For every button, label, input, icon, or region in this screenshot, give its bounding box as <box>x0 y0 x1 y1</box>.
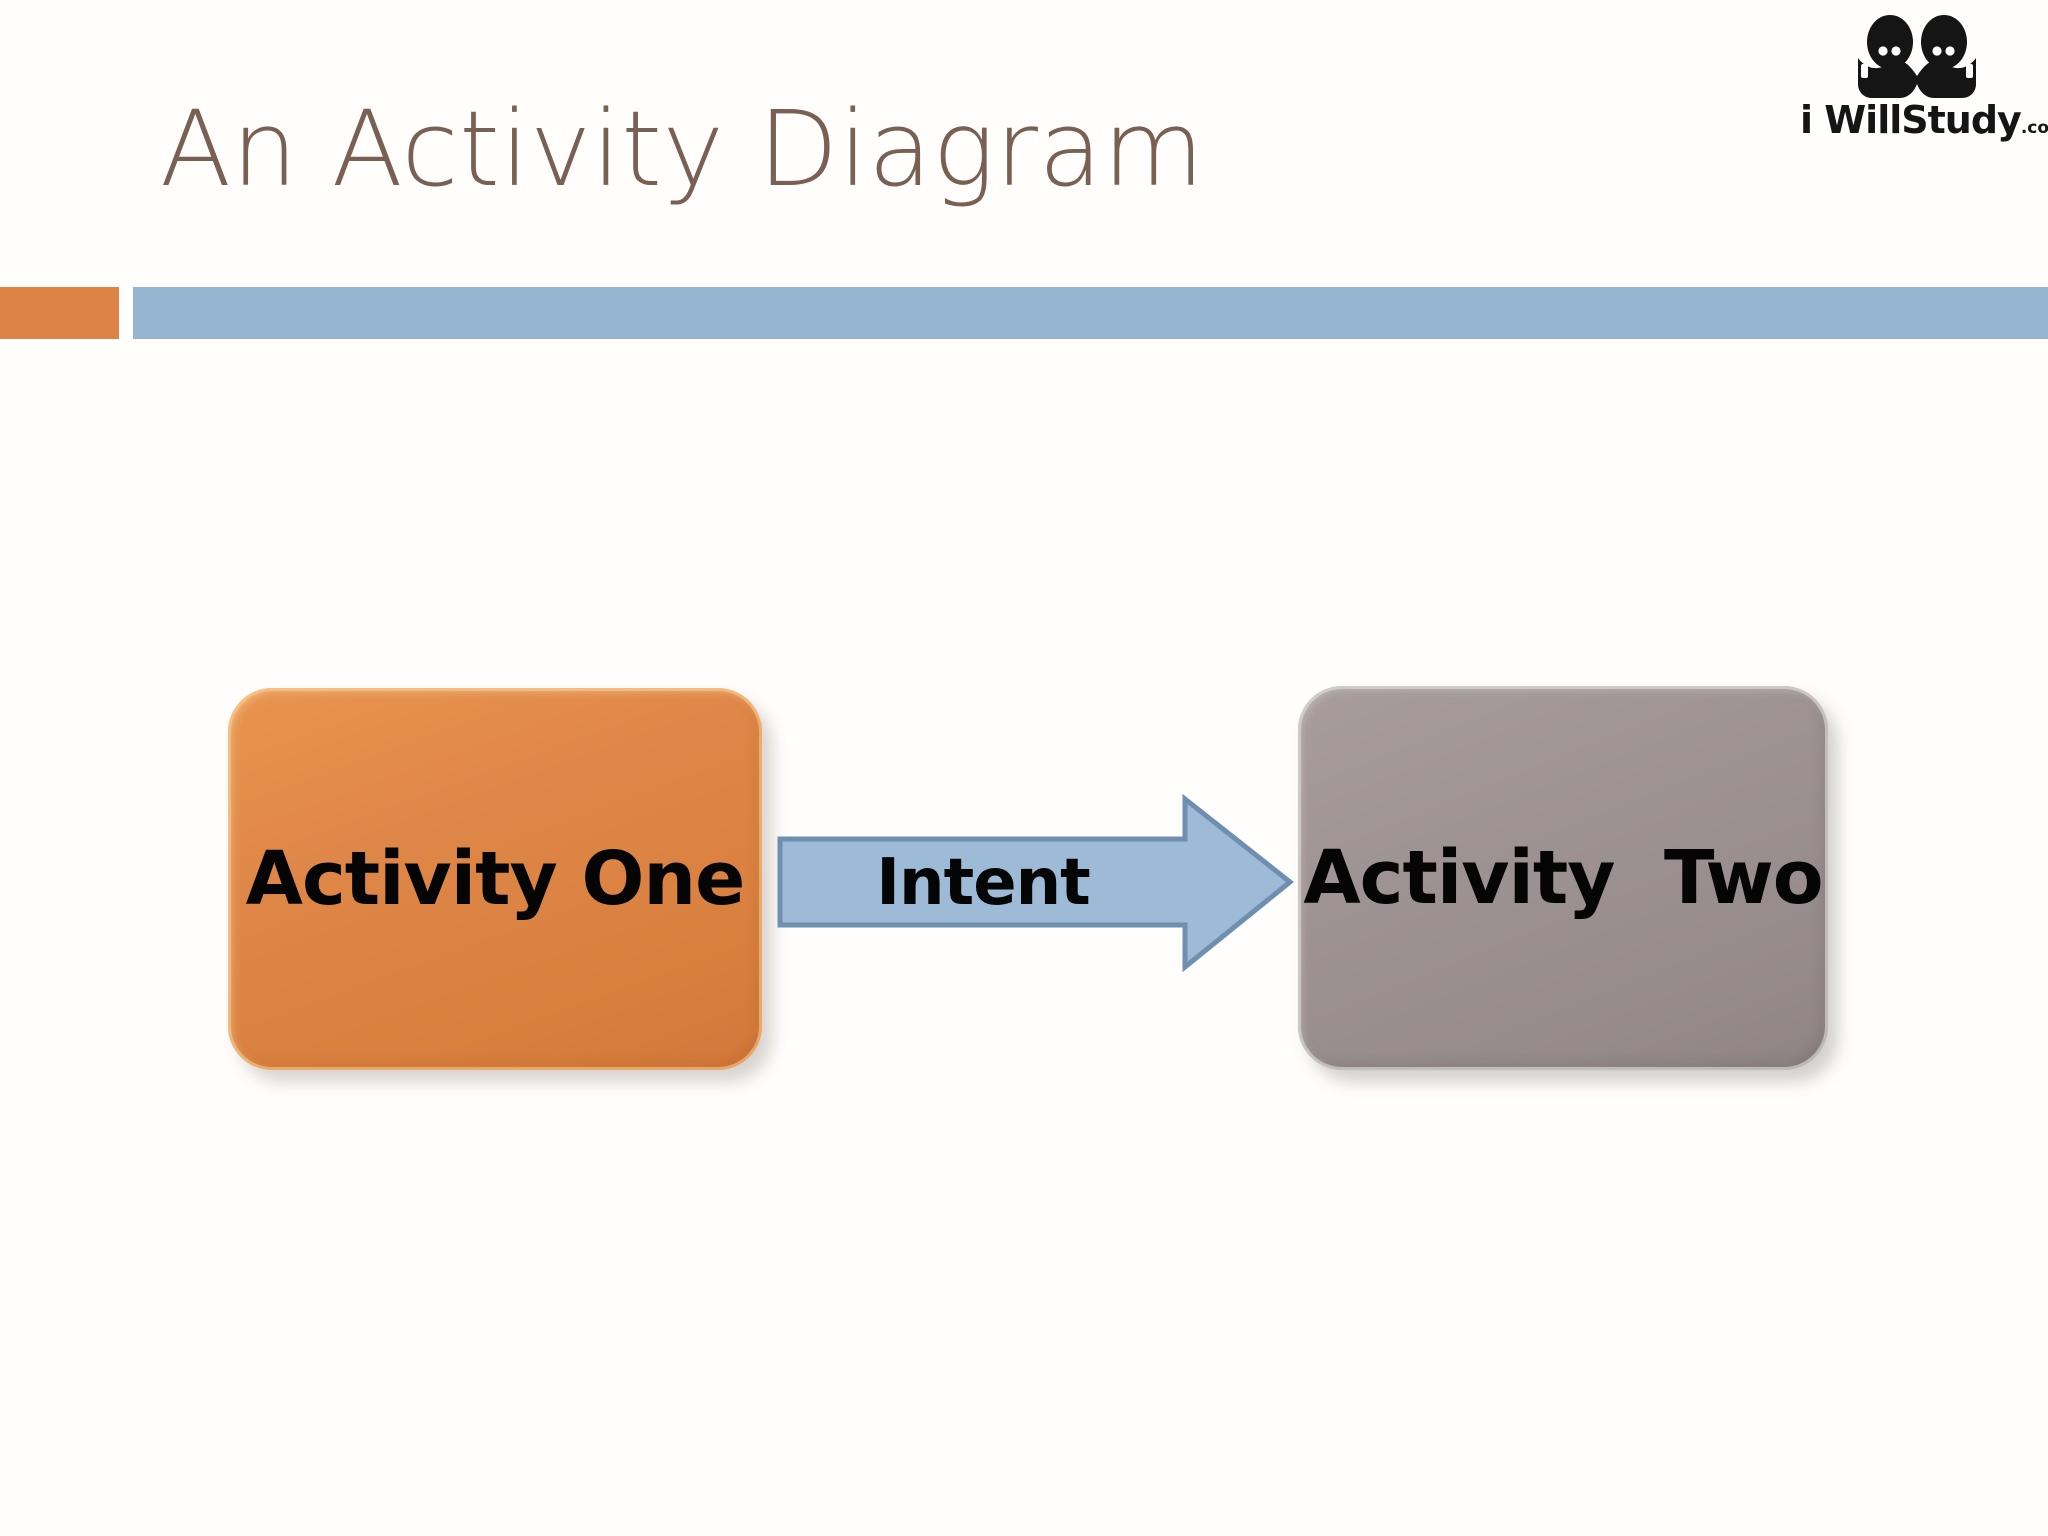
activity-node-two-label: Activity Two <box>1303 835 1823 921</box>
owl-logo-mark-icon <box>1852 14 1982 98</box>
logo-wordmark: i WillStudy.com <box>1800 98 2048 142</box>
divider-accent-block <box>0 287 119 339</box>
activity-node-one[interactable]: Activity One <box>228 688 762 1070</box>
divider-bar <box>133 287 2048 339</box>
activity-node-two[interactable]: Activity Two <box>1298 686 1828 1070</box>
logo-wordmark-text: i WillStudy <box>1800 98 2022 142</box>
intent-arrow[interactable]: Intent <box>777 792 1295 974</box>
activity-node-one-label: Activity One <box>245 836 746 922</box>
logo-wordmark-suffix: .com <box>2020 118 2048 138</box>
brand-logo[interactable]: i WillStudy.com <box>1800 14 2048 142</box>
page-title: An Activity Diagram <box>160 88 1205 210</box>
